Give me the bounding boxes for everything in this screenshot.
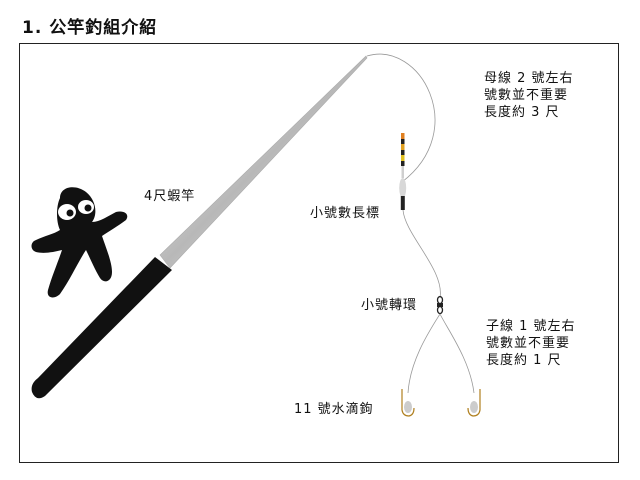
main-line-note-line: 母線 2 號左右 [484,71,574,86]
main-line-note-line: 長度約 3 尺 [484,105,560,120]
float-icon [399,133,407,210]
leader-line-left [407,313,441,394]
leader-line-note-line: 長度約 1 尺 [486,353,562,368]
main-line-note-line: 號數並不重要 [484,88,569,103]
main-line-note: 母線 2 號左右 號數並不重要 長度約 3 尺 [484,70,574,121]
diagram-frame [19,43,619,463]
page-title: 1. 公竿釣組介紹 [22,18,158,38]
rod-label: 4尺蝦竿 [144,189,196,204]
leader-line-right [439,313,475,394]
leader-line-note-line: 號數並不重要 [486,336,571,351]
leader-line-note: 子線 1 號左右 號數並不重要 長度約 1 尺 [486,318,576,369]
hook-right-icon [467,389,481,417]
leader-line-note-line: 子線 1 號左右 [486,319,576,334]
main-line [366,53,436,183]
shrimp-rod [31,55,368,399]
hook-left-icon [401,389,415,417]
octopus-mascot-icon [31,187,128,298]
line-to-swivel [402,209,441,299]
swivel-label: 小號轉環 [361,298,418,313]
swivel-icon [436,295,444,315]
float-label: 小號數長標 [310,206,381,221]
hook-label: 11 號水滴鉤 [294,402,374,417]
